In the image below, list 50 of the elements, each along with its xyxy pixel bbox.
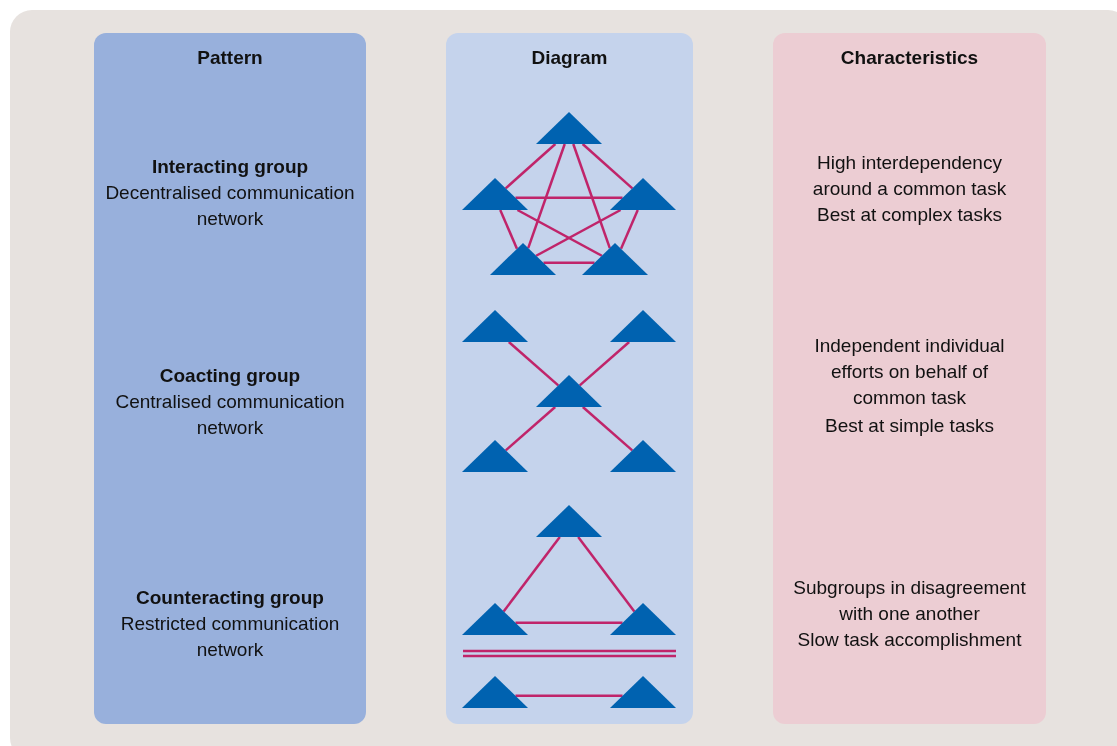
person-triangle xyxy=(462,676,528,708)
person-triangle xyxy=(462,178,528,210)
person-triangle xyxy=(610,310,676,342)
link-line xyxy=(516,208,603,257)
link-line xyxy=(582,406,634,452)
link-line xyxy=(535,208,622,257)
description-text: Decentralised communication network xyxy=(105,181,355,231)
column-heading: Diagram xyxy=(531,46,608,70)
description-text: High interdependency around a common task xyxy=(811,151,1008,201)
link-line xyxy=(502,536,561,613)
link-line xyxy=(515,694,623,698)
link-line xyxy=(543,261,595,265)
person-triangle xyxy=(582,243,648,275)
link-line xyxy=(581,143,634,190)
group-heading: Coacting group xyxy=(159,364,301,388)
description-text: Slow task accomplishment xyxy=(797,628,1022,652)
link-line xyxy=(515,196,623,200)
person-triangle xyxy=(490,243,556,275)
person-triangle xyxy=(536,112,602,144)
column-heading: Pattern xyxy=(197,46,263,70)
group-heading: Interacting group xyxy=(151,155,309,179)
person-triangle xyxy=(610,178,676,210)
link-line xyxy=(577,536,636,613)
column-panel xyxy=(446,33,693,724)
person-triangle xyxy=(462,603,528,635)
link-line xyxy=(515,621,623,625)
link-line xyxy=(504,406,556,452)
person-triangle xyxy=(462,310,528,342)
person-triangle xyxy=(610,603,676,635)
description-text: Restricted communication network xyxy=(119,612,341,662)
description-text: Best at complex tasks xyxy=(817,203,1002,227)
description-text: Independent individual efforts on behalf of common task xyxy=(813,334,1006,410)
person-triangle xyxy=(610,676,676,708)
link-line xyxy=(619,209,639,250)
person-triangle xyxy=(462,440,528,472)
link-line xyxy=(572,143,611,249)
link-line xyxy=(527,143,566,249)
group-heading: Counteracting group xyxy=(136,586,324,610)
link-line xyxy=(504,143,557,190)
column-panel xyxy=(94,33,366,724)
person-triangle xyxy=(536,375,602,407)
description-text: Best at simple tasks xyxy=(825,414,994,438)
description-text: Subgroups in disagreement with one another xyxy=(792,576,1027,626)
column-heading: Characteristics xyxy=(840,46,979,70)
description-text: Centralised communication network xyxy=(114,390,346,440)
link-line xyxy=(499,209,519,250)
link-line xyxy=(508,341,560,387)
link-line xyxy=(578,341,630,387)
person-triangle xyxy=(610,440,676,472)
person-triangle xyxy=(536,505,602,537)
